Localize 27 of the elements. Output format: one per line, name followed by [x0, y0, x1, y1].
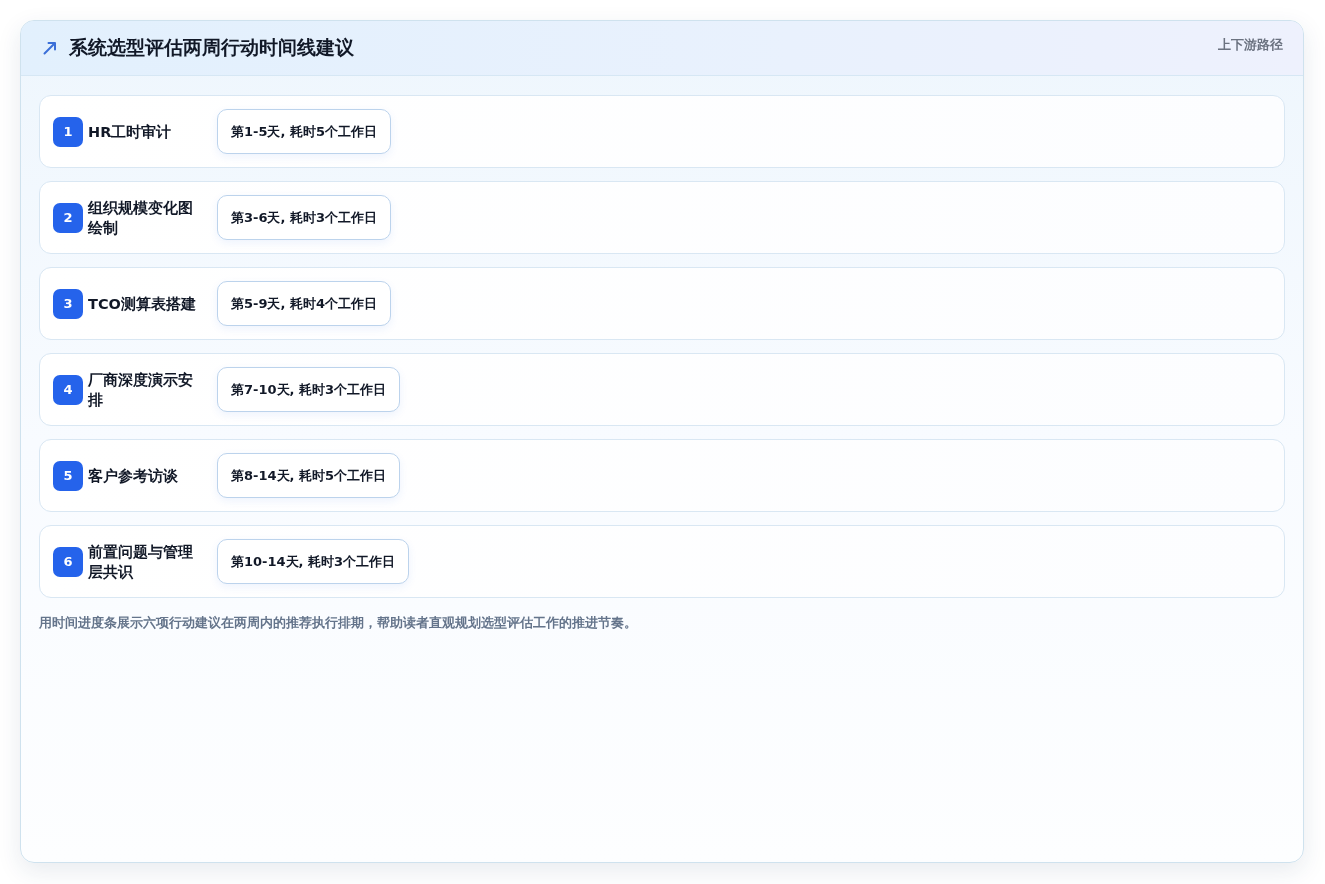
task-row — [39, 353, 1285, 426]
task-name: 厂商深度演示安排 — [88, 370, 194, 410]
duration-tag: 第1-5天, 耗时5个工作日 — [217, 109, 391, 154]
duration-tag: 第10-14天, 耗时3个工作日 — [217, 539, 410, 584]
task-name: 前置问题与管理层共识 — [88, 542, 194, 582]
duration-tag: 第8-14天, 耗时5个工作日 — [217, 453, 401, 498]
duration-tag: 第7-10天, 耗时3个工作日 — [217, 367, 401, 412]
task-name: HR工时审计 — [88, 122, 172, 142]
step-number-badge: 5 — [53, 460, 83, 491]
step-number-badge: 6 — [53, 546, 83, 577]
task-name: TCO测算表搭建 — [88, 294, 196, 314]
task-row — [39, 95, 1285, 168]
task-name: 客户参考访谈 — [88, 466, 178, 486]
step-number-badge: 2 — [53, 202, 83, 233]
task-name: 组织规模变化图绘制 — [88, 198, 194, 238]
task-row — [39, 525, 1285, 598]
step-number-badge: 1 — [53, 116, 83, 147]
duration-tag: 第5-9天, 耗时4个工作日 — [217, 281, 391, 326]
header-note: 上下游路径 — [1218, 37, 1283, 54]
step-number-badge: 3 — [53, 288, 83, 319]
duration-tag: 第3-6天, 耗时3个工作日 — [217, 195, 391, 240]
step-number-badge: 4 — [53, 374, 83, 405]
caption: 用时间进度条展示六项行动建议在两周内的推荐执行排期，帮助读者直观规划选型评估工作的推进节奏。 — [39, 614, 637, 632]
task-row — [39, 439, 1285, 512]
title: 系统选型评估两周行动时间线建议 — [69, 35, 354, 60]
task-row — [39, 267, 1285, 340]
task-row — [39, 181, 1285, 254]
